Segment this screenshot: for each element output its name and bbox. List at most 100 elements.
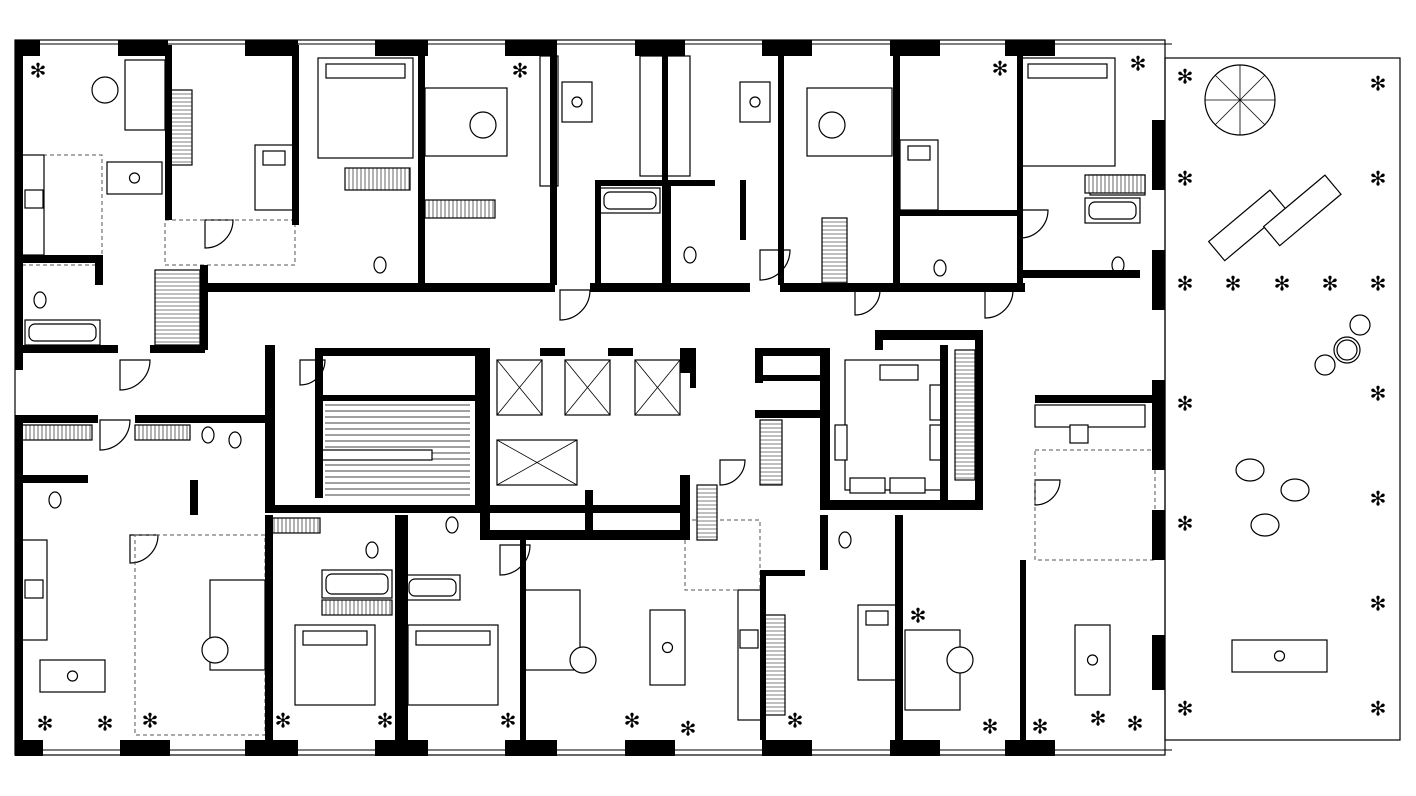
door-swing-icon bbox=[1034, 479, 1061, 506]
wall-segment bbox=[1152, 250, 1165, 310]
wall-segment bbox=[265, 505, 495, 513]
wall-segment bbox=[165, 45, 172, 220]
wall-segment bbox=[375, 40, 428, 56]
plant-icon: ✻ bbox=[30, 59, 47, 83]
wall-segment bbox=[375, 740, 428, 756]
wall-segment bbox=[18, 345, 118, 353]
wall-segment bbox=[150, 345, 205, 353]
bathtub-inner bbox=[325, 573, 389, 595]
door-swing-icon bbox=[129, 534, 159, 564]
wall-segment bbox=[1152, 120, 1165, 190]
terrace-chair bbox=[1314, 354, 1336, 376]
wall-segment bbox=[1020, 270, 1140, 278]
toilet-icon bbox=[683, 246, 697, 264]
door-swing-icon bbox=[1019, 209, 1049, 239]
wardrobe bbox=[21, 424, 93, 441]
wall-segment bbox=[1017, 45, 1023, 285]
wall-segment bbox=[890, 40, 940, 56]
bathtub-inner bbox=[408, 578, 457, 597]
plant-icon: ✻ bbox=[1370, 487, 1387, 511]
umbrella-rib bbox=[1214, 99, 1241, 126]
wall-segment bbox=[505, 740, 557, 756]
elevator-cross bbox=[634, 359, 681, 416]
stove-icon bbox=[739, 629, 759, 649]
wall-segment bbox=[245, 740, 298, 756]
wall-segment bbox=[1152, 380, 1165, 470]
plant-icon: ✻ bbox=[1370, 272, 1387, 296]
wall-segment bbox=[595, 180, 715, 186]
equipment bbox=[849, 477, 886, 494]
toilet-icon bbox=[445, 516, 459, 534]
wall-segment bbox=[762, 740, 812, 756]
stove-icon bbox=[24, 189, 44, 209]
sofa-icon bbox=[124, 59, 166, 131]
dining-table-icon bbox=[39, 659, 106, 693]
wall-segment bbox=[265, 515, 273, 740]
sunlounger-icon bbox=[1207, 189, 1287, 262]
wall-segment bbox=[118, 40, 168, 56]
toilet-icon bbox=[933, 259, 947, 277]
toilet-icon bbox=[201, 426, 215, 444]
wall-segment bbox=[820, 500, 980, 510]
coffee-table bbox=[91, 76, 119, 104]
wall-segment bbox=[755, 375, 830, 381]
pillow bbox=[865, 610, 889, 626]
wall-segment bbox=[550, 45, 557, 285]
sunlounger-icon bbox=[1262, 174, 1342, 247]
wall-segment bbox=[315, 348, 323, 498]
plant-icon: ✻ bbox=[142, 709, 159, 733]
wall-segment bbox=[15, 415, 23, 755]
plant-icon: ✻ bbox=[1032, 715, 1049, 739]
plant-icon: ✻ bbox=[512, 59, 529, 83]
wall-segment bbox=[755, 348, 830, 356]
wall-segment bbox=[18, 415, 98, 423]
plant-icon: ✻ bbox=[1127, 712, 1144, 736]
umbrella-rib bbox=[1239, 99, 1266, 126]
wall-segment bbox=[505, 40, 557, 56]
door-swing-icon bbox=[119, 359, 151, 391]
coffee-table bbox=[569, 646, 597, 674]
door-swing-icon bbox=[759, 249, 791, 281]
stone bbox=[1250, 513, 1280, 537]
terrace-chair bbox=[1336, 339, 1358, 361]
stone bbox=[1280, 478, 1310, 502]
wall-segment bbox=[120, 740, 170, 756]
terrace-chair bbox=[1349, 314, 1371, 336]
wall-segment bbox=[418, 45, 425, 285]
table-decor bbox=[571, 96, 583, 108]
wall-segment bbox=[662, 45, 668, 285]
wall-segment bbox=[520, 540, 526, 740]
wall-segment bbox=[625, 740, 675, 756]
door-swing-icon bbox=[854, 289, 881, 316]
pillow bbox=[907, 145, 931, 161]
toilet-icon bbox=[228, 431, 242, 449]
wardrobe bbox=[269, 517, 321, 534]
plant-icon: ✻ bbox=[1130, 52, 1147, 76]
door-swing-icon bbox=[204, 219, 234, 249]
plant-icon: ✻ bbox=[992, 57, 1009, 81]
pillow bbox=[325, 63, 406, 79]
plant-icon: ✻ bbox=[500, 709, 517, 733]
table-decor bbox=[749, 96, 761, 108]
wall-segment bbox=[190, 480, 198, 515]
elevator-cross bbox=[496, 359, 543, 416]
coffee-table bbox=[946, 646, 974, 674]
wall-segment bbox=[18, 255, 103, 263]
toilet-icon bbox=[838, 531, 852, 549]
toilet-icon bbox=[33, 291, 47, 309]
plant-icon: ✻ bbox=[1370, 697, 1387, 721]
wardrobe bbox=[696, 484, 718, 541]
wall-segment bbox=[760, 570, 766, 740]
wall-segment bbox=[875, 330, 883, 350]
wall-segment bbox=[755, 348, 763, 383]
pillow bbox=[302, 630, 368, 646]
wall-segment bbox=[875, 330, 980, 340]
wall-segment bbox=[200, 283, 555, 292]
wall-segment bbox=[975, 330, 983, 510]
wardrobe bbox=[134, 424, 191, 441]
table-decor bbox=[1273, 650, 1286, 662]
wall-segment bbox=[1035, 395, 1155, 403]
coffee-table bbox=[201, 636, 229, 664]
stove-icon bbox=[1069, 424, 1089, 444]
wall-segment bbox=[665, 180, 671, 290]
